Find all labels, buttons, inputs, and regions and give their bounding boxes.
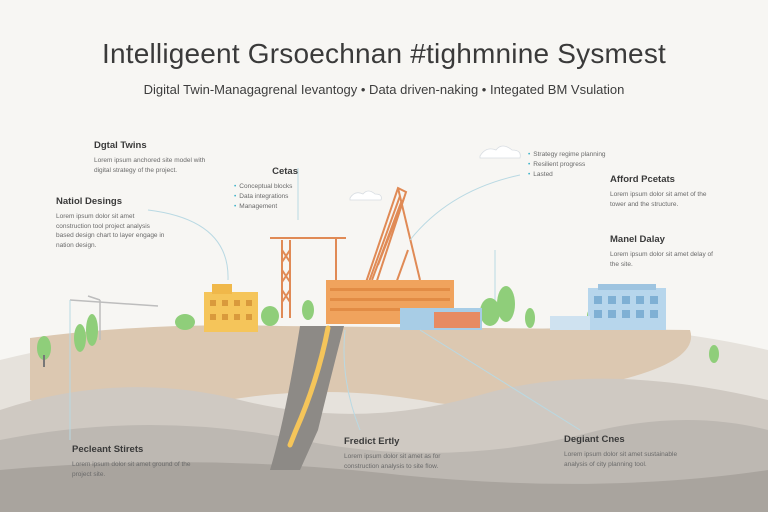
- list-item: Management: [234, 202, 298, 212]
- tower-crane-left: [69, 295, 159, 340]
- page-title: Intelligeent Grsoechnan #tighmnine Sysme…: [101, 38, 667, 69]
- cloud-icon: [479, 145, 521, 159]
- annotation-heading: Degiant Cnes: [564, 434, 625, 445]
- annotation-body: Lorem ipsum dolor sit amet as for constr…: [344, 452, 441, 470]
- annotation-body: Lorem ipsum dolor sit amet delay of the …: [610, 250, 713, 268]
- annotation-body: Lorem ipsum dolor sit amet ground of the…: [72, 460, 191, 478]
- annotation-heading: Dgtal Twins: [94, 140, 147, 151]
- cloud-icon: [349, 190, 382, 201]
- annotation-heading: Manel Dalay: [610, 234, 665, 245]
- list-item: Resilient progress: [528, 160, 608, 170]
- annotation-body: Lorem ipsum dolor sit amet of the tower …: [610, 190, 707, 208]
- annotation-heading: Cetas: [272, 166, 298, 177]
- annotation-precinct-statistics: Pecleant Stirets Lorem ipsum dolor sit a…: [72, 444, 192, 479]
- annotation-heading: Afford Pcetats: [610, 174, 675, 185]
- annotation-manual-delay: Manel Dalay Lorem ipsum dolor sit amet d…: [610, 234, 718, 269]
- list-item: Lasted: [528, 170, 608, 180]
- building-blue-low: [400, 308, 482, 330]
- annotation-heading: Pecleant Stirets: [72, 444, 144, 455]
- annotation-cetas: Cetas Conceptual blocks Data integration…: [234, 166, 298, 212]
- annotation-list: Conceptual blocks Data integrations Mana…: [234, 182, 298, 212]
- list-item: Strategy regime planning: [528, 150, 608, 160]
- annotation-digital-twin: Dgtal Twins Lorem ipsum anchored site mo…: [94, 140, 206, 175]
- ground-layer-front: [0, 462, 768, 512]
- annotation-heading: Fredict Ertly: [344, 436, 400, 447]
- annotation-national-designs: Natiol Desings Lorem ipsum dolor sit ame…: [56, 196, 168, 251]
- annotation-predict-entry: Fredict Ertly Lorem ipsum dolor sit amet…: [344, 436, 468, 471]
- tree-group-left: [37, 300, 314, 367]
- annotation-heading: Natiol Desings: [56, 196, 122, 207]
- annotation-body: Lorem ipsum dolor sit amet sustainable a…: [564, 450, 678, 468]
- annotation-affordable-portals: Afford Pcetats Lorem ipsum dolor sit ame…: [610, 174, 718, 209]
- annotation-top-right-list: Strategy regime planning Resilient progr…: [528, 150, 608, 180]
- list-item: Conceptual blocks: [234, 182, 298, 192]
- tower-crane-center: [270, 237, 346, 318]
- annotation-body: Lorem ipsum anchored site model with dig…: [94, 156, 206, 174]
- road-line: [287, 325, 331, 448]
- building-yellow: [204, 284, 258, 332]
- annotation-design-cities: Degiant Cnes Lorem ipsum dolor sit amet …: [564, 434, 688, 469]
- list-item: Data integrations: [234, 192, 298, 202]
- annotation-body: Lorem ipsum dolor sit amet construction …: [56, 212, 165, 250]
- page-subtitle: Digital Twin-Managagrenal Ievantogy • Da…: [143, 82, 625, 97]
- building-blue-right: [550, 284, 666, 330]
- connector-lines: [69, 168, 581, 440]
